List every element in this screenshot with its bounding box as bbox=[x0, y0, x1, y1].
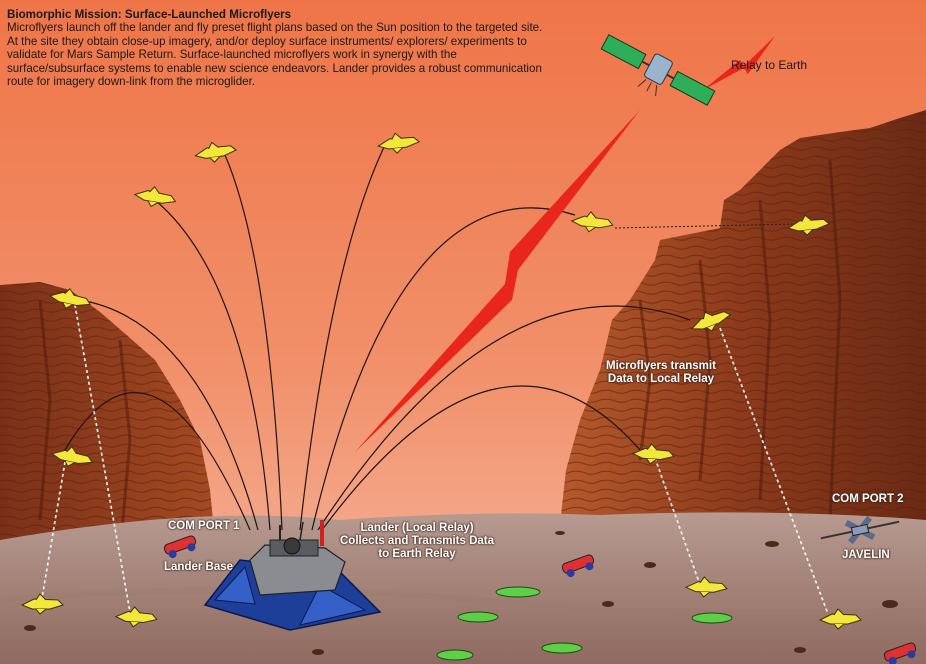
rover-icon bbox=[541, 642, 583, 654]
rocks bbox=[24, 531, 898, 655]
diagram-title: Biomorphic Mission: Surface-Launched Mic… bbox=[7, 8, 292, 21]
rover-icon bbox=[457, 611, 499, 623]
relay-to-earth-label: Relay to Earth bbox=[731, 58, 808, 72]
flight-paths bbox=[61, 144, 691, 531]
lightning-icon bbox=[703, 36, 775, 90]
rover-icons bbox=[163, 535, 917, 664]
javelin-icon bbox=[820, 515, 900, 545]
rover-icon bbox=[495, 586, 541, 598]
rover-icon bbox=[561, 554, 595, 578]
rover-icon bbox=[883, 642, 917, 664]
com-port-1-label: COM PORT 1 bbox=[168, 520, 240, 532]
intro-text: Biomorphic Mission: Surface-Launched Mic… bbox=[7, 8, 547, 88]
rover-icon bbox=[691, 612, 733, 624]
satellite-icon bbox=[600, 34, 716, 106]
com-port-2-label: COM PORT 2 bbox=[832, 493, 904, 505]
lander-local-relay-label: Lander (Local Relay) Collects and Transm… bbox=[340, 522, 495, 560]
link-lines bbox=[41, 304, 829, 615]
left-cliff bbox=[0, 282, 215, 560]
javelin-label: JAVELIN bbox=[842, 549, 890, 561]
rover-icon bbox=[163, 535, 197, 559]
diagram-description: Microflyers launch off the lander and fl… bbox=[7, 21, 543, 89]
lander-base-label: Lander Base bbox=[164, 561, 234, 573]
microflyers-transmit-label: Microflyers transmit Data to Local Relay bbox=[606, 360, 716, 385]
lightning-icon bbox=[355, 110, 640, 452]
rover-icon bbox=[436, 649, 474, 661]
ground bbox=[0, 512, 926, 664]
lander-icon bbox=[203, 520, 382, 631]
right-cliff bbox=[556, 110, 926, 600]
